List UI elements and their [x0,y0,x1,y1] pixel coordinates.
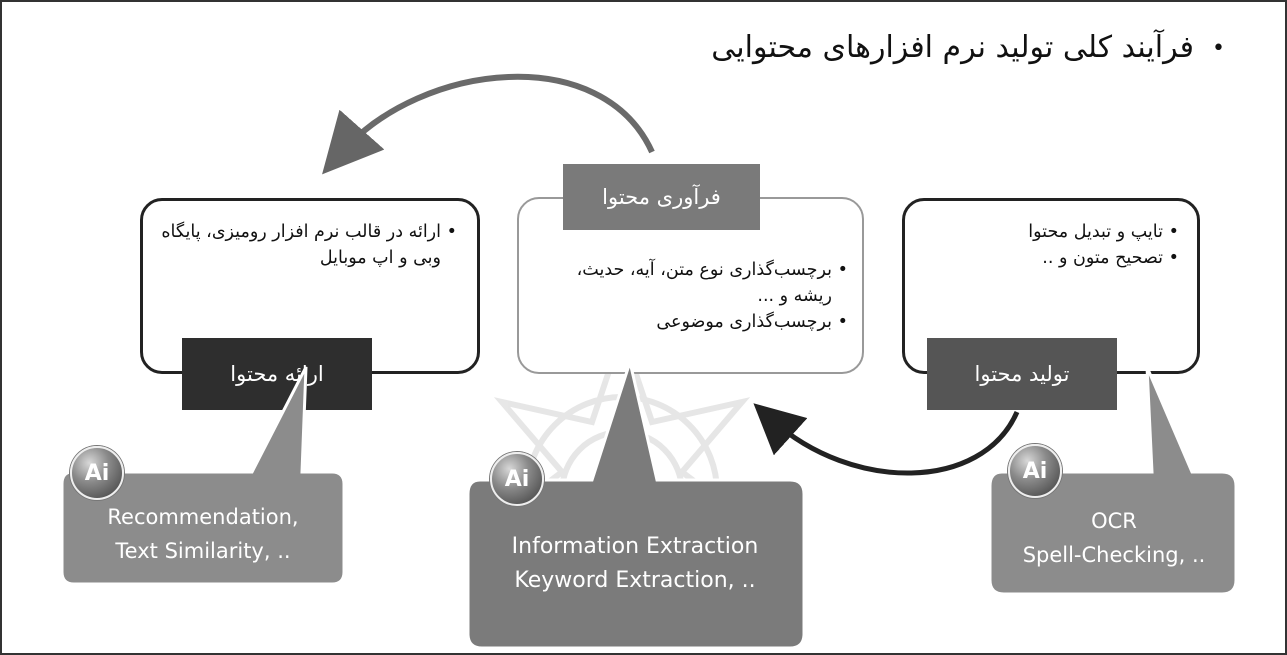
ai-line: Keyword Extraction, .. [514,568,756,593]
presentation-ai-text: Recommendation, Text Similarity, .. [62,500,344,568]
page-title-text: فرآیند کلی تولید نرم افزارهای محتوایی [711,30,1195,65]
curved-arrow-icon [322,73,655,175]
production-ai-text: OCR Spell-Checking, .. [992,504,1236,572]
list-item: ارائه در قالب نرم افزار رومیزی، پایگاه و… [157,219,457,271]
processing-callout [466,356,806,650]
ai-line: OCR [1091,509,1137,533]
list-item: برچسب‌گذاری نوع متن، آیه، حدیث، ریشه و .… [548,257,848,309]
page-title: • فرآیند کلی تولید نرم افزارهای محتوایی [711,30,1225,65]
curved-arrow-icon [753,403,1020,476]
ai-badge-icon: Ai [490,452,544,506]
production-points: تایپ و تبدیل محتوا تصحیح متون و .. [939,219,1179,271]
processing-ai-text: Information Extraction Keyword Extractio… [468,530,802,598]
ai-badge-icon: Ai [70,446,124,500]
ai-line: Information Extraction [511,534,759,559]
presentation-callout [60,366,346,586]
presentation-label: ارائه محتوا [182,338,372,410]
list-item: تایپ و تبدیل محتوا [939,219,1179,245]
production-label: تولید محتوا [927,338,1117,410]
processing-label: فرآوری محتوا [563,164,760,230]
list-item: تصحیح متون و .. [939,245,1179,271]
processing-points: برچسب‌گذاری نوع متن، آیه، حدیث، ریشه و .… [548,257,848,335]
presentation-points: ارائه در قالب نرم افزار رومیزی، پایگاه و… [157,219,457,271]
production-callout [988,366,1238,596]
ai-badge-icon: Ai [1008,444,1062,498]
ai-line: Recommendation, [107,505,299,529]
list-item: برچسب‌گذاری موضوعی [548,309,848,335]
ai-line: Text Similarity, .. [115,539,291,563]
ai-line: Spell-Checking, .. [1022,543,1206,567]
bullet-icon: • [1212,36,1225,61]
